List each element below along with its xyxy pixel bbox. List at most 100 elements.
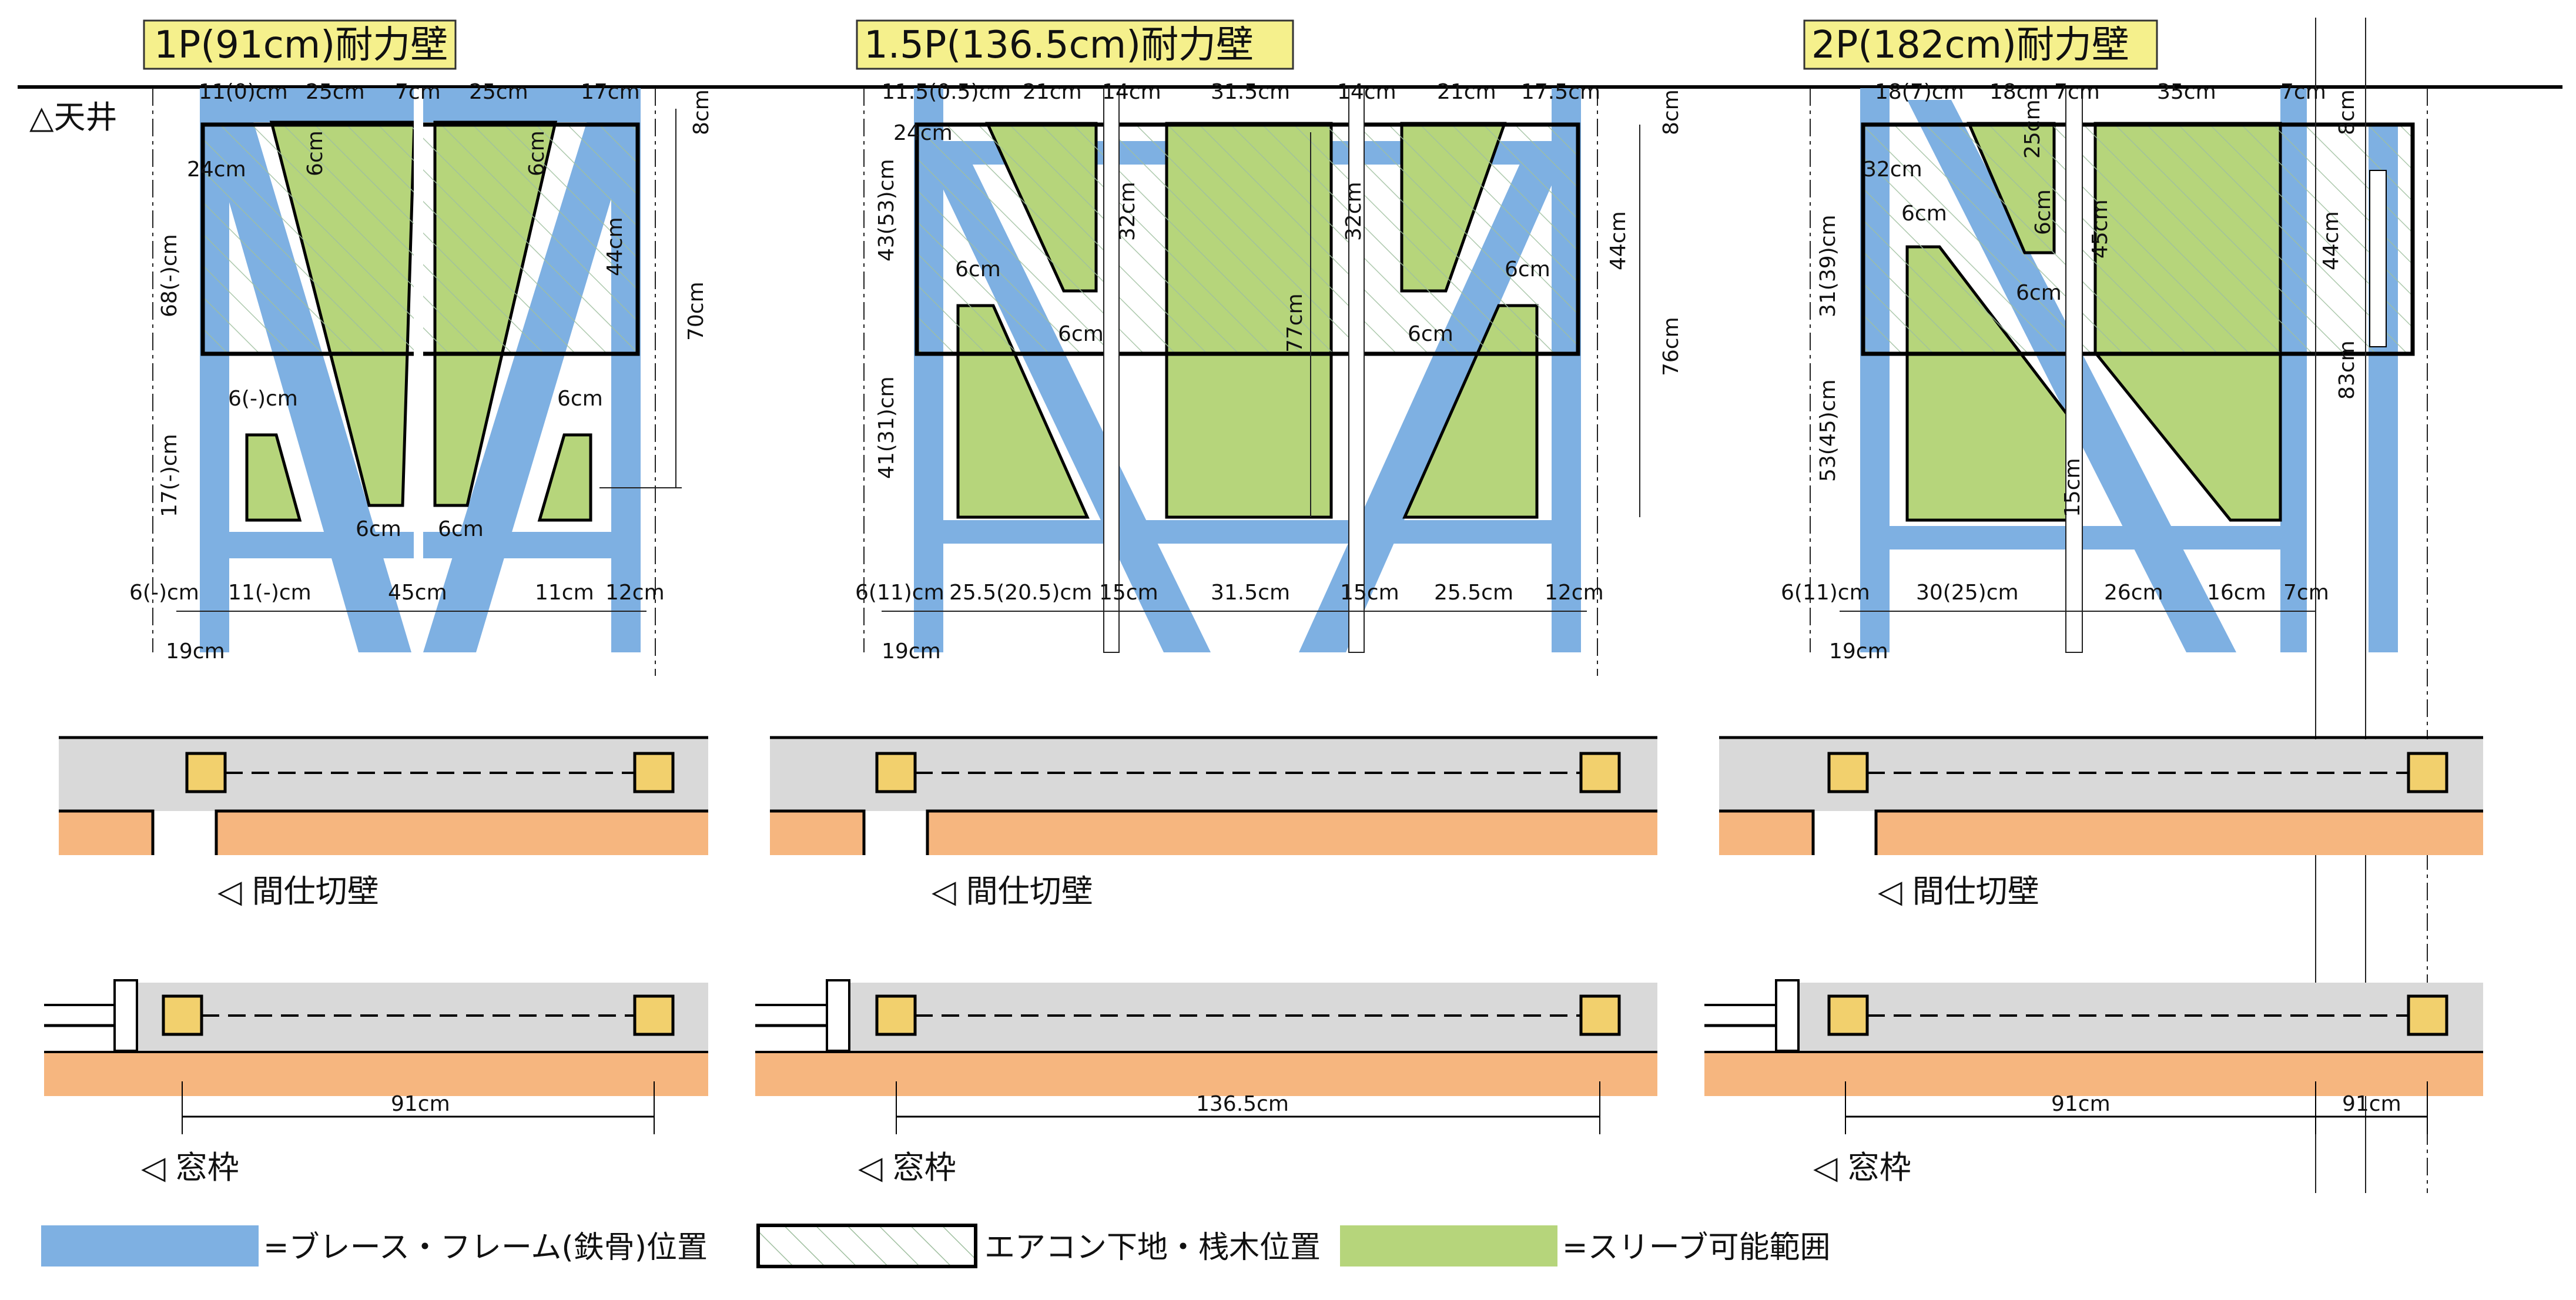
dim-left-1: 24cm — [187, 158, 246, 182]
partition-label: ◁ 間仕切壁 — [1877, 873, 2039, 910]
dim-top-5: 7cm — [2280, 80, 2326, 104]
panel-2p: 2P(182cm)耐力壁 18(7)cm 18cm 7cm 35cm 7cm — [1781, 18, 2428, 1193]
post — [1579, 752, 1621, 793]
post — [633, 752, 675, 793]
dim-inner-2: 6cm — [955, 257, 1001, 282]
panel-title: 1P(91cm)耐力壁 — [154, 24, 448, 67]
panel-title-box — [856, 19, 1294, 70]
dim-top-5: 14cm — [1337, 80, 1396, 104]
studs — [1103, 88, 1365, 653]
dim-top-3: 14cm — [1102, 80, 1161, 104]
panel-15p: 1.5P(136.5cm)耐力壁 — [855, 19, 1683, 676]
window-frame — [826, 979, 850, 1052]
dim-bottom-sub: 19cm — [166, 639, 225, 664]
dim-bottom-3: 45cm — [388, 581, 447, 605]
width-dim: 91cm — [2051, 1092, 2111, 1116]
dim-left-1: 24cm — [893, 121, 953, 145]
dim-bottom-5: 7cm — [2283, 581, 2329, 605]
dim-top-6: 21cm — [1437, 80, 1496, 104]
dim-bottom-sub: 19cm — [1829, 639, 1888, 664]
dim-top-5: 17cm — [581, 80, 640, 104]
width-dim: 136.5cm — [1196, 1092, 1289, 1116]
dim-top-2: 21cm — [1023, 80, 1082, 104]
panel-1p: 1P(91cm)耐力壁 11(0)cm — [129, 19, 713, 676]
partition-plan-2: ◁ 間仕切壁 — [770, 736, 1657, 910]
post — [2407, 752, 2448, 793]
dim-right-3: 83cm — [2335, 340, 2359, 400]
panel-title-box — [1803, 19, 2158, 70]
dim-bottom-1: 6(11)cm — [1781, 581, 1870, 605]
post — [1579, 994, 1621, 1036]
dim-inner-5: 45cm — [2088, 199, 2112, 259]
aircon-base — [915, 122, 1580, 356]
dim-right-3: 70cm — [684, 282, 708, 341]
ceiling-label: △天井 — [29, 99, 118, 136]
window-plan-2: 136.5cm ◁ 窓枠 — [755, 979, 1657, 1186]
dim-inner-6: 6cm — [438, 517, 484, 541]
legend-swatch-steel — [41, 1225, 259, 1267]
dim-inner-5: 32cm — [1342, 182, 1366, 241]
dim-bottom-4: 11cm — [535, 581, 594, 605]
dim-bottom-4: 31.5cm — [1211, 581, 1290, 605]
dim-top-7: 17.5cm — [1521, 80, 1600, 104]
steel-gap — [2369, 170, 2387, 347]
dim-right-1: 8cm — [1659, 89, 1683, 135]
dim-top-3: 7cm — [395, 80, 441, 104]
dim-inner-3: 6(-)cm — [228, 387, 298, 411]
partition-plan-3: ◁ 間仕切壁 — [1719, 736, 2483, 910]
dim-inner-3: 6cm — [1058, 322, 1104, 346]
legend-label-steel: =ブレース・フレーム(鉄骨)位置 — [263, 1230, 708, 1265]
post — [162, 994, 203, 1036]
partition-label: ◁ 間仕切壁 — [217, 873, 379, 910]
post — [633, 994, 675, 1036]
post — [1827, 752, 1869, 793]
window-plan-3: 91cm 91cm ◁ 窓枠 — [1704, 979, 2483, 1186]
legend-swatch-sleeve — [1340, 1225, 1557, 1267]
dim-right-3: 76cm — [1659, 317, 1683, 376]
window-plan-1: 91cm ◁ 窓枠 — [44, 979, 708, 1186]
dim-right-2: 44cm — [2319, 211, 2343, 270]
partition-label: ◁ 間仕切壁 — [931, 873, 1093, 910]
legend-label-aircon: エアコン下地・桟木位置 — [984, 1230, 1321, 1265]
dim-left-3: 53(45)cm — [1816, 379, 1840, 482]
window-label: ◁ 窓枠 — [857, 1149, 956, 1186]
dim-bottom-sub: 19cm — [882, 639, 941, 664]
dim-bottom-6: 25.5cm — [1434, 581, 1513, 605]
panel-title: 1.5P(136.5cm)耐力壁 — [864, 24, 1254, 67]
post — [2407, 994, 2448, 1036]
dim-inner-7: 6cm — [1505, 257, 1550, 282]
dim-top-1: 11.5(0.5)cm — [882, 80, 1011, 104]
post — [185, 752, 227, 793]
aircon-base — [1861, 122, 2415, 356]
dim-left-2: 31(39)cm — [1816, 215, 1840, 317]
dim-top-4: 31.5cm — [1211, 80, 1290, 104]
panel-title-box — [143, 19, 457, 70]
dim-bottom-2: 30(25)cm — [1916, 581, 2019, 605]
window-label: ◁ 窓枠 — [1813, 1149, 1911, 1186]
dim-right-1: 8cm — [689, 89, 713, 135]
dim-right-1: 8cm — [2335, 89, 2359, 135]
legend-label-sleeve: =スリーブ可能範囲 — [1562, 1230, 1830, 1265]
dim-inner-6: 15cm — [2061, 458, 2085, 517]
dim-inner-4: 77cm — [1283, 293, 1307, 353]
window-frame — [1775, 979, 1800, 1052]
window-frame — [113, 979, 138, 1052]
dim-bottom-1: 6(11)cm — [855, 581, 944, 605]
partition-plan-row: ◁ 間仕切壁 ◁ 間仕切壁 ◁ 間仕切壁 — [59, 736, 2483, 910]
dim-top-1: 18(7)cm — [1875, 80, 1964, 104]
window-plan-row: 91cm ◁ 窓枠 136.5cm ◁ 窓枠 — [44, 979, 2483, 1186]
dim-bottom-3: 26cm — [2104, 581, 2163, 605]
dim-inner-1: 6cm — [303, 130, 327, 176]
dim-right-2: 44cm — [1606, 211, 1630, 270]
window-label: ◁ 窓枠 — [140, 1149, 239, 1186]
dim-bottom-2: 25.5(20.5)cm — [949, 581, 1092, 605]
partition-plan-1: ◁ 間仕切壁 — [59, 736, 708, 910]
dim-top-2: 18cm — [1989, 80, 2049, 104]
dim-top-3: 7cm — [2054, 80, 2100, 104]
dim-inner-2: 25cm — [2021, 99, 2045, 159]
dim-right-2: 44cm — [603, 217, 627, 276]
dim-left-1: 32cm — [1863, 158, 1922, 182]
dim-bottom-7: 12cm — [1545, 581, 1604, 605]
dim-bottom-4: 16cm — [2207, 581, 2266, 605]
